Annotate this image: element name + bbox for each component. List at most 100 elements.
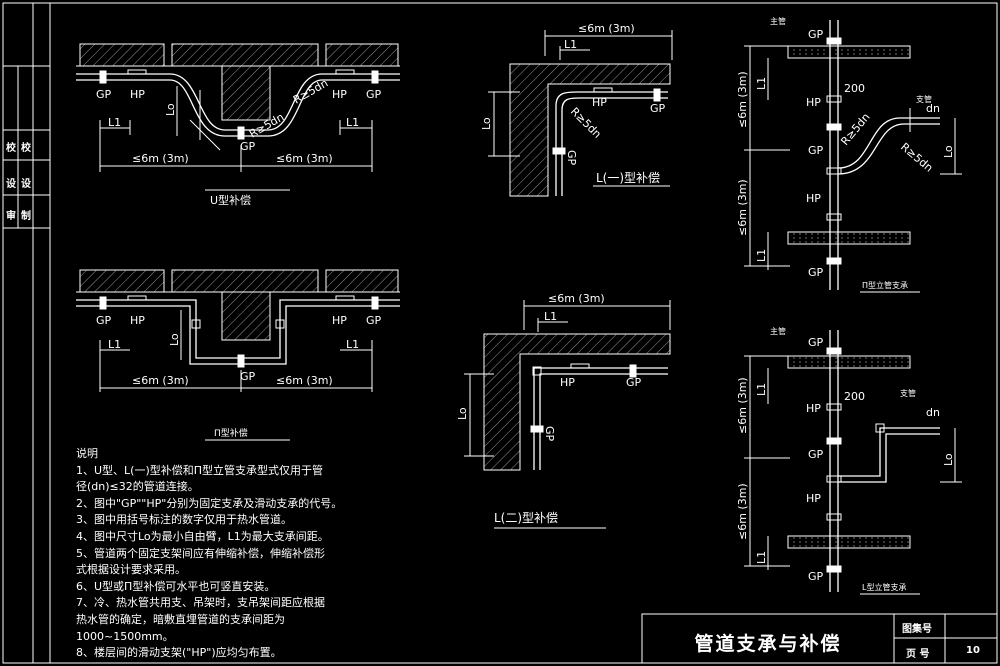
page-label: 页 号	[906, 649, 930, 660]
l1-gp-label-2: GP	[565, 150, 578, 166]
pi-dist-label-2: ≤6m (3m)	[276, 374, 333, 387]
u-gp-label-3: GP	[240, 140, 256, 153]
pi-riser-caption: Π型立管支承	[862, 280, 908, 290]
pi-type-diagram	[76, 269, 400, 441]
side-label-e: 设	[21, 179, 31, 190]
lr-l1-label-1: L1	[755, 383, 768, 396]
pir-r-label-1: R≥5dn	[838, 111, 872, 148]
l1-type-caption: L(一)型补偿	[596, 170, 660, 185]
note-5b: 式根据设计要求采用。	[76, 563, 186, 577]
note-2: 2、图中"GP""HP"分别为固定支承及滑动支承的代号。	[76, 496, 343, 510]
u-type-caption: U型补偿	[210, 193, 251, 207]
lr-lo-label: Lo	[942, 453, 955, 466]
note-7b: 热水管的确定，暗敷直埋管道的支承间距为	[76, 612, 285, 626]
lr-dn-label: dn	[926, 406, 940, 419]
note-7c: 1000~1500mm。	[76, 629, 174, 643]
pi-type-caption: Π型补偿	[214, 427, 248, 439]
pi-l1-label-2: L1	[346, 338, 359, 351]
l2-type-caption: L(二)型补偿	[494, 510, 558, 525]
lr-dist-label-1: ≤6m (3m)	[736, 377, 749, 434]
l2-gp-label-1: GP	[626, 376, 642, 389]
l1-lo-label: Lo	[480, 117, 493, 130]
u-hp-label-2: HP	[332, 88, 347, 101]
pir-dn-label: dn	[926, 102, 940, 115]
note-6: 6、U型或Π型补偿可水平也可竖直安装。	[76, 579, 276, 593]
l2-type-diagram	[464, 300, 671, 529]
note-5a: 5、管道两个固定支架间应有伸缩补偿，伸缩补偿形	[76, 546, 325, 560]
lr-dist-label-2: ≤6m (3m)	[736, 483, 749, 540]
l1-r-label: R≥5dn	[568, 105, 604, 141]
l1-dist-label: ≤6m (3m)	[578, 22, 635, 35]
lr-gp-label-1: GP	[808, 336, 824, 349]
atlas-no-label: 图集号	[902, 624, 932, 635]
pir-hp-label-1: HP	[806, 96, 821, 109]
l2-gp-label-2: GP	[543, 426, 556, 442]
pi-gp-label-1: GP	[96, 314, 112, 327]
pi-riser-diagram	[744, 20, 962, 293]
note-4: 4、图中尺寸Lo为最小自由臂，L1为最大支承间距。	[76, 529, 329, 543]
note-1b: 径(dn)≤32的管道连接。	[76, 480, 199, 494]
lr-gp-label-2: GP	[808, 448, 824, 461]
u-l1-label-2: L1	[346, 116, 359, 129]
u-hp-label-1: HP	[130, 88, 145, 101]
pi-l1-label-1: L1	[108, 338, 121, 351]
side-label-b: 设	[6, 179, 16, 190]
l1-gp-label-1: GP	[650, 102, 666, 115]
title-block	[641, 613, 998, 664]
page-number: 10	[966, 645, 980, 656]
pi-lo-label: Lo	[168, 333, 181, 346]
l1-hp-label: HP	[592, 96, 607, 109]
pi-gp-label-2: GP	[366, 314, 382, 327]
u-type-diagram	[76, 43, 400, 191]
pir-branch-label: 支管	[916, 94, 932, 104]
lr-branch-label: 支管	[900, 388, 916, 398]
l2-dist-label: ≤6m (3m)	[548, 292, 605, 305]
u-gp-label-1: GP	[96, 88, 112, 101]
lr-hp-label-2: HP	[806, 492, 821, 505]
side-label-c: 审	[6, 211, 16, 222]
side-label-d: 校	[21, 143, 31, 154]
u-gp-label-2: GP	[366, 88, 382, 101]
notes-block: 说明 1、U型、L(一)型补偿和Π型立管支承型式仅用于管 径(dn)≤32的管道…	[76, 446, 596, 662]
l1-l1-label: L1	[564, 38, 577, 51]
pi-hp-label-1: HP	[130, 314, 145, 327]
side-label-f: 制	[21, 211, 31, 222]
lr-200-label: 200	[844, 390, 865, 403]
pir-lo-label: Lo	[942, 145, 955, 158]
pir-gp-label-2: GP	[808, 144, 824, 157]
pir-dist-label-1: ≤6m (3m)	[736, 71, 749, 128]
l1-type-diagram	[488, 30, 673, 197]
l-riser-caption: L型立管支承	[862, 582, 906, 592]
side-label-a: 校	[6, 143, 16, 154]
l2-hp-label: HP	[560, 376, 575, 389]
lr-l1-label-2: L1	[755, 551, 768, 564]
pir-l1-label-2: L1	[755, 249, 768, 262]
drawing-title: 管道支承与补偿	[694, 632, 842, 655]
pir-l1-label-1: L1	[755, 77, 768, 90]
note-7a: 7、冷、热水管共用支、吊架时，支吊架间距应根据	[76, 596, 325, 610]
lr-main-label: 主管	[770, 326, 786, 336]
u-lo-label: Lo	[164, 103, 177, 116]
notes-heading: 说明	[76, 447, 98, 460]
pir-hp-label-2: HP	[806, 192, 821, 205]
pir-gp-label-1: GP	[808, 28, 824, 41]
pir-dist-label-2: ≤6m (3m)	[736, 179, 749, 236]
lr-hp-label-1: HP	[806, 402, 821, 415]
pir-main-label: 主管	[770, 16, 786, 26]
l-riser-diagram	[744, 330, 962, 595]
l2-l1-label: L1	[544, 310, 557, 323]
note-8: 8、楼层间的滑动支架("HP")应均匀布置。	[76, 646, 282, 660]
note-1a: 1、U型、L(一)型补偿和Π型立管支承型式仅用于管	[76, 463, 324, 477]
pir-gp-label-3: GP	[808, 266, 824, 279]
note-3: 3、图中用括号标注的数字仅用于热水管道。	[76, 513, 292, 527]
pi-gp-label-3: GP	[240, 370, 256, 383]
u-r-label-1: R≥5dn	[291, 76, 330, 106]
pir-200-label: 200	[844, 82, 865, 95]
u-dist-label-1: ≤6m (3m)	[132, 152, 189, 165]
u-dist-label-2: ≤6m (3m)	[276, 152, 333, 165]
l2-lo-label: Lo	[456, 407, 469, 420]
pi-hp-label-2: HP	[332, 314, 347, 327]
pi-dist-label-1: ≤6m (3m)	[132, 374, 189, 387]
